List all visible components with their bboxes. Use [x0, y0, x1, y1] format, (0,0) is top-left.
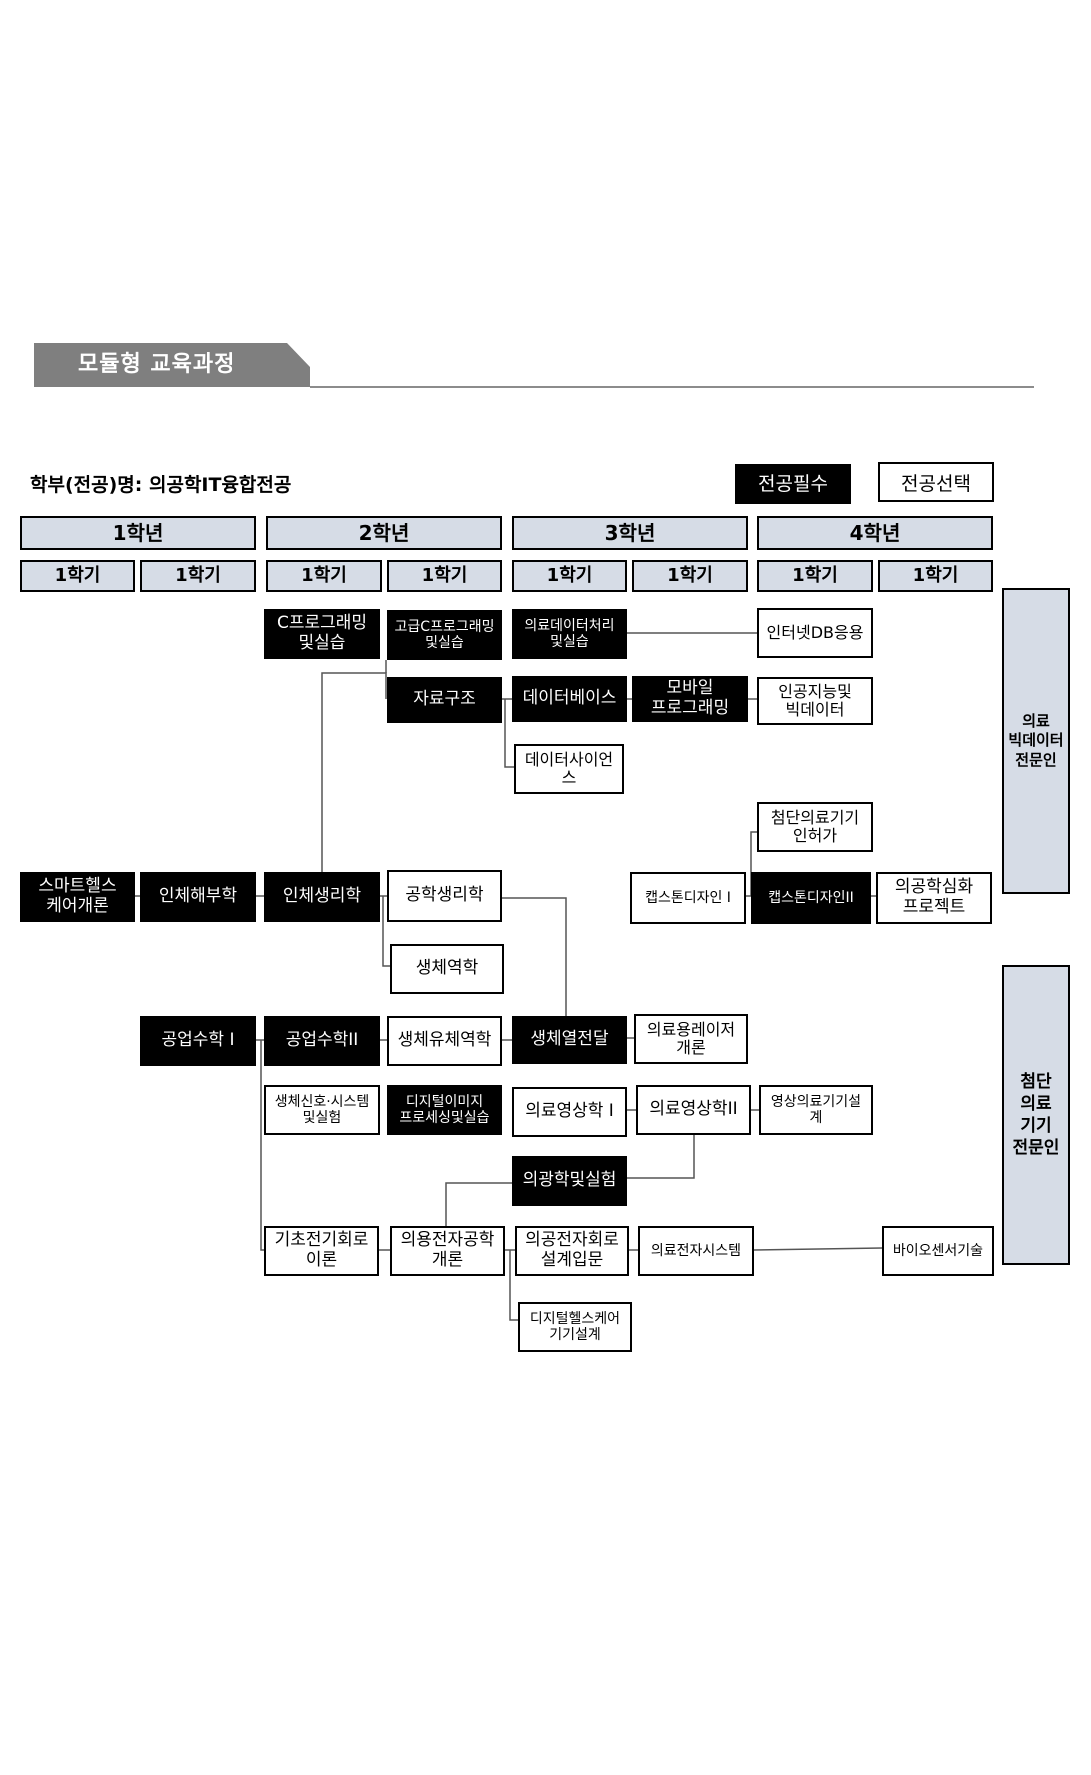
year-3-header: 3학년: [512, 516, 748, 550]
course-required[interactable]: 데이터베이스: [512, 676, 627, 722]
semester-header: 1학기: [632, 560, 748, 592]
course-elective[interactable]: 바이오센서기술: [882, 1226, 994, 1276]
course-required[interactable]: 고급C프로그래밍 및실습: [387, 610, 502, 660]
course-elective[interactable]: 캡스톤디자인 I: [630, 872, 746, 924]
legend-elective: 전공선택: [878, 462, 994, 502]
course-required[interactable]: 인체생리학: [264, 872, 380, 922]
course-required[interactable]: 공업수학II: [264, 1016, 380, 1066]
course-required[interactable]: 캡스톤디자인II: [751, 872, 871, 924]
course-elective[interactable]: 디지털헬스케어 기기설계: [518, 1302, 632, 1352]
course-required[interactable]: 의료데이터처리 및실습: [512, 609, 627, 659]
course-elective[interactable]: 첨단의료기기 인허가: [757, 802, 873, 852]
course-elective[interactable]: 생체유체역학: [387, 1016, 502, 1066]
connector-line: [504, 699, 514, 768]
course-elective[interactable]: 의료용레이저 개론: [634, 1014, 748, 1064]
course-required[interactable]: 인체해부학: [140, 872, 256, 922]
course-elective[interactable]: 의료전자시스템: [638, 1226, 754, 1276]
page-title: 모듈형 교육과정: [78, 352, 236, 377]
track-medical-big-data: 의료 빅데이터 전문인: [1002, 588, 1070, 894]
course-elective[interactable]: 생체역학: [390, 944, 504, 994]
course-elective[interactable]: 의용전자공학 개론: [390, 1226, 505, 1276]
title-underline: [310, 386, 1034, 388]
connector-line: [260, 1040, 266, 1251]
year-2-header: 2학년: [266, 516, 502, 550]
course-required[interactable]: 자료구조: [387, 677, 502, 723]
course-required[interactable]: 생체열전달: [512, 1016, 627, 1064]
semester-header: 1학기: [140, 560, 256, 592]
semester-header: 1학기: [878, 560, 993, 592]
connector-line: [509, 1250, 518, 1321]
course-required[interactable]: C프로그래밍 및실습: [264, 609, 380, 659]
course-elective[interactable]: 기초전기회로 이론: [264, 1226, 379, 1276]
semester-header: 1학기: [757, 560, 873, 592]
course-required[interactable]: 공업수학 I: [140, 1016, 256, 1066]
legend-required: 전공필수: [735, 464, 851, 504]
track-advanced-medical-device: 첨단 의료 기기 전문인: [1002, 965, 1070, 1265]
course-elective[interactable]: 의공전자회로 설계입문: [515, 1226, 629, 1276]
course-elective[interactable]: 의료영상학II: [636, 1085, 751, 1135]
course-elective[interactable]: 생체신호·시스템 및실험: [264, 1085, 380, 1135]
connector-line: [627, 1135, 695, 1179]
year-4-header: 4학년: [757, 516, 993, 550]
connector-line: [502, 897, 567, 1018]
connector-line: [445, 1182, 512, 1226]
semester-header: 1학기: [266, 560, 382, 592]
course-elective[interactable]: 의료영상학 I: [512, 1087, 627, 1137]
title-banner: 모듈형 교육과정: [34, 343, 310, 387]
course-required[interactable]: 모바일 프로그래밍: [632, 676, 748, 722]
course-required[interactable]: 스마트헬스 케어개론: [20, 872, 135, 922]
course-required[interactable]: 디지털이미지 프로세싱및실습: [387, 1085, 502, 1135]
connector-line: [753, 1247, 883, 1251]
connector-line: [321, 672, 387, 872]
course-elective[interactable]: 영상의료기기설 계: [759, 1085, 873, 1135]
course-elective[interactable]: 공학생리학: [387, 870, 502, 922]
course-elective[interactable]: 인공지능및 빅데이터: [757, 677, 873, 725]
year-1-header: 1학년: [20, 516, 256, 550]
course-elective[interactable]: 의공학심화 프로젝트: [876, 872, 992, 924]
course-required[interactable]: 의광학및실험: [512, 1156, 627, 1206]
course-elective[interactable]: 데이터사이언스: [514, 744, 624, 794]
course-elective[interactable]: 인터넷DB응용: [757, 608, 873, 658]
connector-line: [382, 896, 390, 967]
department-name: 학부(전공)명: 의공학IT융합전공: [30, 474, 292, 496]
semester-header: 1학기: [20, 560, 135, 592]
semester-header: 1학기: [512, 560, 627, 592]
semester-header: 1학기: [387, 560, 502, 592]
